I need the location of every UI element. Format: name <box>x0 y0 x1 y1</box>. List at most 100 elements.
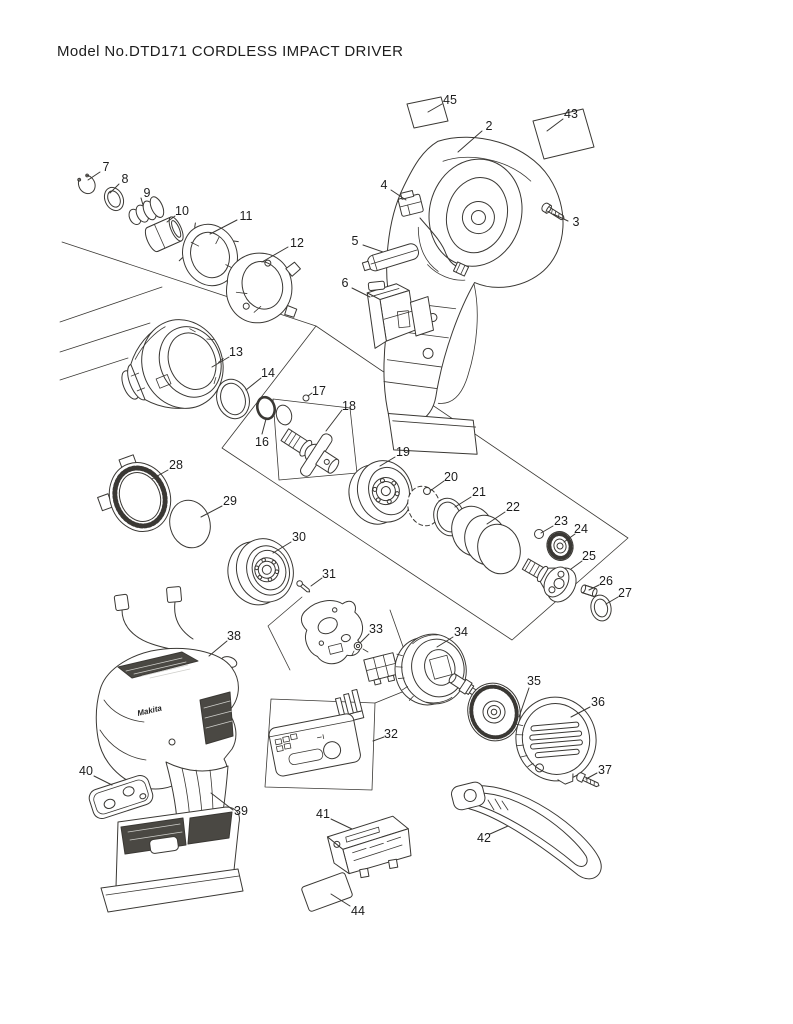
part-leader-42 <box>490 826 508 834</box>
part-leader-40 <box>94 776 112 785</box>
part-label-18: 18 <box>342 399 356 413</box>
part-leader-43 <box>547 119 563 131</box>
part-label-16: 16 <box>255 435 269 449</box>
leader-lines <box>88 104 618 906</box>
part-label-11: 11 <box>240 209 253 223</box>
part-28-ring-gear <box>88 447 180 543</box>
part-leader-24 <box>564 534 575 542</box>
part-29-o-ring <box>164 496 215 553</box>
part-leader-27 <box>606 597 618 604</box>
part-leader-30 <box>273 542 291 553</box>
part-leader-17 <box>308 393 312 396</box>
part-label-32: 32 <box>384 727 398 741</box>
part-leader-7 <box>88 172 100 180</box>
part-label-38: 38 <box>227 629 241 643</box>
part-leader-3 <box>553 214 568 221</box>
part-10-sleeve <box>143 215 186 253</box>
part-leader-14 <box>246 378 261 390</box>
part-leader-45 <box>428 104 442 112</box>
part-label-2: 2 <box>486 119 493 133</box>
part-label-6: 6 <box>342 276 349 290</box>
sensor-connector-block <box>364 653 400 686</box>
part-42-strap <box>450 780 601 878</box>
part-23-steel-ball <box>535 530 544 539</box>
part-leader-22 <box>487 512 505 524</box>
part-4-led-circuit <box>397 189 469 276</box>
part-leader-5 <box>363 245 383 252</box>
part-leader-39 <box>211 793 233 810</box>
part-leader-4 <box>391 190 406 200</box>
part-leader-20 <box>430 481 444 491</box>
part-label-10: 10 <box>175 204 189 218</box>
part-5-switch-lever <box>361 242 420 274</box>
part-leader-13 <box>212 357 229 367</box>
part-label-45: 45 <box>443 93 457 107</box>
part-leader-25 <box>571 561 582 569</box>
part-label-3: 3 <box>573 215 580 229</box>
part-31-screw-and-baffle <box>296 580 370 669</box>
part-label-43: 43 <box>564 107 578 121</box>
part-24-gear <box>544 529 577 564</box>
part-leader-37 <box>586 773 597 779</box>
part-leader-6 <box>352 288 370 297</box>
part-leader-44 <box>331 894 350 906</box>
part-25-spindle <box>516 548 582 607</box>
part-6-switch <box>366 276 435 348</box>
part-label-36: 36 <box>591 695 605 709</box>
part-44-label-sticker <box>301 872 353 912</box>
part-leader-34 <box>437 637 453 647</box>
part-32-controller <box>268 689 364 777</box>
part-45-label-sticker <box>407 97 448 128</box>
part-label-5: 5 <box>352 234 359 248</box>
part-label-23: 23 <box>554 514 568 528</box>
part-17-steel-ball <box>303 395 309 401</box>
part-leader-8 <box>110 184 119 193</box>
part-leader-16 <box>262 419 266 434</box>
part-label-25: 25 <box>582 549 596 563</box>
part-leader-26 <box>589 585 599 590</box>
part-7-retaining-ring <box>75 173 98 197</box>
part-leader-36 <box>571 707 590 717</box>
part-26-pin <box>580 584 598 597</box>
part-label-37: 37 <box>598 763 612 777</box>
part-16-o-rings <box>255 395 294 427</box>
part-34-stator <box>387 627 474 713</box>
part-20-cam-ring <box>403 483 444 530</box>
part-leader-35 <box>519 688 529 717</box>
part-43-label-sticker <box>533 109 594 159</box>
part-leader-38 <box>209 641 227 656</box>
part-label-9: 9 <box>144 186 151 200</box>
part-39-motor-housing-assembly: Makita <box>96 648 243 912</box>
part-label-24: 24 <box>574 522 588 536</box>
part-leader-31 <box>311 578 322 586</box>
part-label-14: 14 <box>261 366 275 380</box>
part-leader-9 <box>141 198 143 205</box>
part-38-lead-wire <box>114 586 238 669</box>
part-leader-28 <box>152 470 168 479</box>
part-leader-29 <box>201 506 222 517</box>
part-33-nut <box>352 642 368 655</box>
part-label-21: 21 <box>472 485 486 499</box>
part-label-42: 42 <box>477 831 491 845</box>
part-label-22: 22 <box>506 500 520 514</box>
part-41-terminal-block <box>326 814 415 882</box>
part-label-40: 40 <box>79 764 93 778</box>
part-label-17: 17 <box>312 384 326 398</box>
part-12-hammer-case-cover <box>218 243 312 333</box>
part-label-29: 29 <box>223 494 237 508</box>
part-36-rear-cover <box>507 689 606 794</box>
part-leader-32 <box>373 737 384 741</box>
part-13-hammer-case <box>107 307 236 429</box>
part-label-39: 39 <box>234 804 248 818</box>
part-label-41: 41 <box>316 807 330 821</box>
part-label-12: 12 <box>290 236 304 250</box>
part-leader-11 <box>210 220 237 234</box>
part-label-26: 26 <box>599 574 613 588</box>
part-label-44: 44 <box>351 904 365 918</box>
part-11-front-ring <box>170 212 250 297</box>
part-leader-18 <box>326 410 342 431</box>
part-label-34: 34 <box>454 625 468 639</box>
part-18-anvil-assembly <box>272 415 350 489</box>
